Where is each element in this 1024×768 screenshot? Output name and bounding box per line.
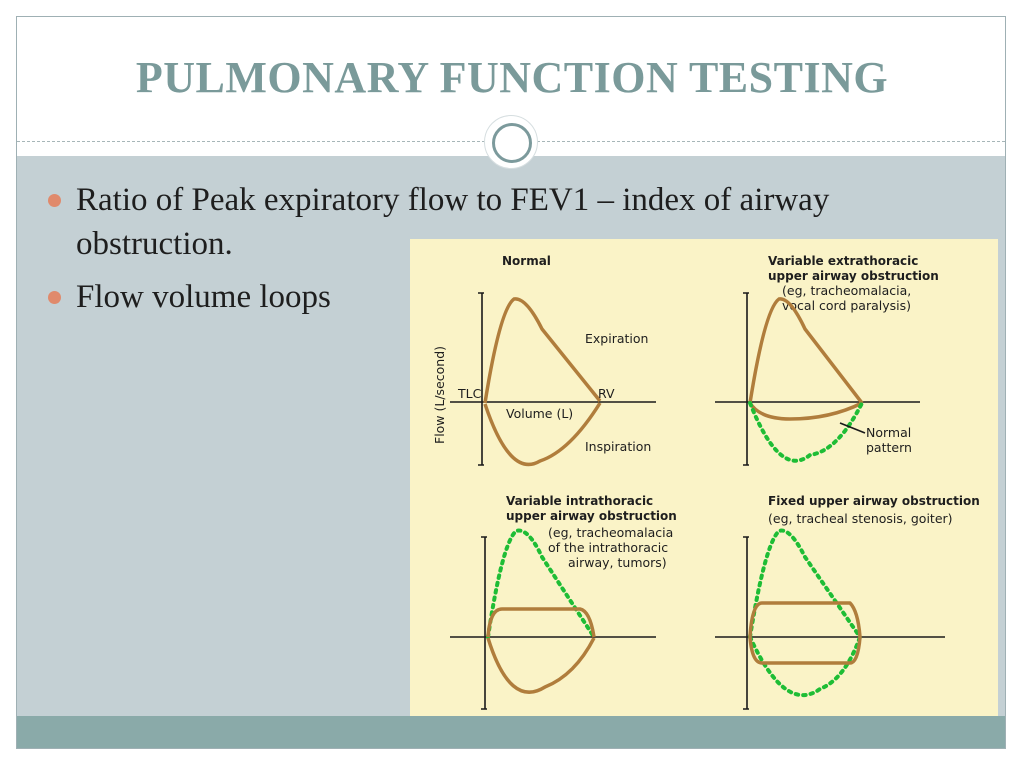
bullet-text: Flow volume loops xyxy=(76,279,331,315)
panel-note-line: (eg, tracheomalacia, xyxy=(782,283,911,298)
panel-variable-extrathoracic: Variable extrathoracic upper airway obst… xyxy=(715,254,939,466)
flow-axis xyxy=(478,292,484,466)
normal-pattern-curve xyxy=(748,401,864,463)
footer-bar xyxy=(17,716,1005,748)
panel-normal-title: Normal xyxy=(502,254,551,268)
flattened-expiration-curve xyxy=(486,607,596,638)
panel-title-line: upper airway obstruction xyxy=(768,269,939,283)
flow-axis xyxy=(743,536,749,710)
bullet-dot-icon xyxy=(48,194,61,207)
bullet-list: Ratio of Peak expiratory flow to FEV1 – … xyxy=(44,178,924,319)
panel-note-line: (eg, tracheal stenosis, goiter) xyxy=(768,511,953,526)
volume-axis-label: Volume (L) xyxy=(506,406,573,421)
inspiration-curve xyxy=(483,402,602,467)
expiration-curve xyxy=(483,297,602,404)
inspiration-curve xyxy=(486,637,596,694)
flow-volume-loops-figure: Normal Flow (L/second) TLC RV Volume (L)… xyxy=(410,239,998,716)
panel-variable-intrathoracic: Variable intrathoracic upper airway obst… xyxy=(450,494,677,710)
panel-note-line: vocal cord paralysis) xyxy=(782,298,911,313)
flow-volume-loops-svg: Normal Flow (L/second) TLC RV Volume (L)… xyxy=(432,254,980,710)
bullet-dot-icon xyxy=(48,291,61,304)
panel-note-line: of the intrathoracic xyxy=(548,540,668,555)
bullet-text: Ratio of Peak expiratory flow to FEV1 – … xyxy=(76,182,830,262)
normal-pattern-inspiration xyxy=(748,635,862,698)
rv-label: RV xyxy=(598,386,615,401)
panel-title-line: Variable intrathoracic xyxy=(506,494,653,508)
circle-ornament-icon xyxy=(484,115,538,169)
normal-pattern-curve xyxy=(486,528,596,639)
flow-axis xyxy=(481,536,487,710)
normal-pattern-label: Normal xyxy=(866,425,911,440)
panel-note-line: airway, tumors) xyxy=(568,555,667,570)
normal-pattern-expiration xyxy=(748,528,862,639)
bullet-item: Ratio of Peak expiratory flow to FEV1 – … xyxy=(44,178,924,266)
panel-normal: Normal Flow (L/second) TLC RV Volume (L)… xyxy=(432,254,656,467)
panel-title-line: Variable extrathoracic xyxy=(768,254,918,268)
flattened-inspiration-curve xyxy=(748,401,863,421)
normal-pattern-pointer xyxy=(839,422,866,434)
flow-axis-label: Flow (L/second) xyxy=(432,346,447,444)
inspiration-label: Inspiration xyxy=(585,439,651,454)
panel-note-line: (eg, tracheomalacia xyxy=(548,525,673,540)
panel-title-line: Fixed upper airway obstruction xyxy=(768,494,980,508)
flow-axis xyxy=(743,292,749,466)
normal-pattern-label: pattern xyxy=(866,440,912,455)
panel-fixed-upper: Fixed upper airway obstruction (eg, trac… xyxy=(715,494,980,710)
panel-title-line: upper airway obstruction xyxy=(506,509,677,523)
fixed-obstruction-loop xyxy=(748,601,862,665)
tlc-label: TLC xyxy=(457,386,482,401)
expiration-curve xyxy=(748,297,864,405)
bullet-item: Flow volume loops xyxy=(44,275,924,319)
expiration-label: Expiration xyxy=(585,331,648,346)
slide-title: PULMONARY FUNCTION TESTING xyxy=(135,53,889,102)
